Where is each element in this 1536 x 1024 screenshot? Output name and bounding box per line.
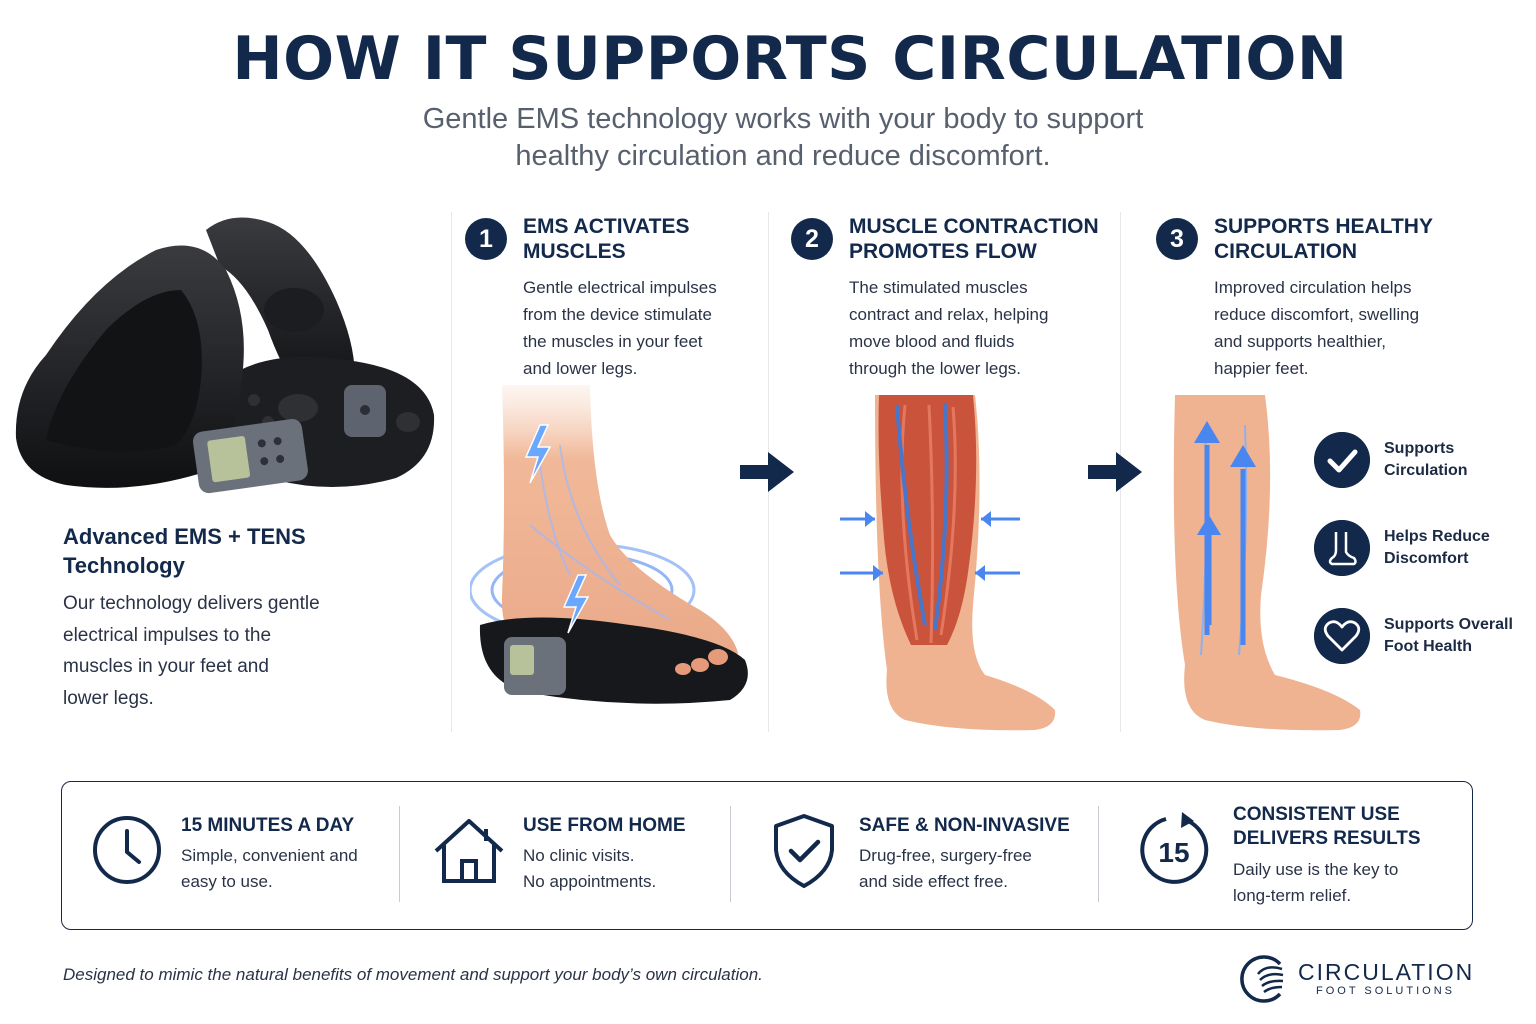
step-heading: EMS ACTIVATES MUSCLES bbox=[523, 215, 690, 263]
feature-description: Daily use is the key to long-term relief… bbox=[1233, 860, 1399, 905]
feature-heading: USE FROM HOME bbox=[523, 815, 686, 836]
page-title: HOW IT SUPPORTS CIRCULATION bbox=[232, 24, 1348, 94]
step-description: Gentle electrical impulses from the devi… bbox=[523, 278, 717, 378]
page-subtitle-line-1: Gentle EMS technology works with your bo… bbox=[422, 103, 1144, 135]
page-subtitle-line-2: healthy circulation and reduce discomfor… bbox=[515, 140, 1051, 172]
product-body: Our technology delivers gentle electrica… bbox=[63, 593, 320, 709]
step-heading: SUPPORTS HEALTHY CIRCULATION bbox=[1214, 215, 1433, 263]
step-number-badge: 2 bbox=[791, 218, 833, 260]
healthy-leg-circulation-illustration bbox=[1173, 395, 1361, 731]
clock-icon bbox=[93, 816, 161, 884]
feature-separator bbox=[399, 806, 400, 902]
feature-separator bbox=[1098, 806, 1099, 902]
step-number-badge: 1 bbox=[465, 218, 507, 260]
feature-heading: SAFE & NON-INVASIVE bbox=[859, 815, 1070, 836]
checkmark-icon bbox=[1314, 432, 1370, 488]
brand-name: CIRCULATION bbox=[1298, 959, 1475, 985]
product-heading: Advanced EMS + TENS Technology bbox=[63, 524, 306, 578]
arrow-right-icon bbox=[1088, 452, 1142, 492]
feature-heading: 15 MINUTES A DAY bbox=[181, 815, 355, 836]
step-number-badge: 3 bbox=[1156, 218, 1198, 260]
shield-check-icon bbox=[774, 814, 834, 888]
features-panel bbox=[61, 781, 1473, 930]
step-description: The stimulated muscles contract and rela… bbox=[849, 278, 1049, 378]
foot-icon bbox=[1314, 520, 1370, 576]
column-divider bbox=[451, 212, 452, 732]
feature-description: Simple, convenient and easy to use. bbox=[181, 846, 358, 891]
home-icon bbox=[434, 819, 504, 883]
feature-description: No clinic visits. No appointments. bbox=[523, 846, 657, 891]
cycle-15-icon: 15 bbox=[1140, 812, 1209, 884]
ems-slippers-product-image bbox=[15, 217, 435, 494]
feature-separator bbox=[730, 806, 731, 902]
arrow-right-icon bbox=[740, 452, 794, 492]
cycle-number: 15 bbox=[1158, 837, 1189, 868]
brand-logo-icon bbox=[1240, 955, 1284, 1003]
brand-tagline: FOOT SOLUTIONS bbox=[1316, 985, 1455, 997]
feature-description: Drug-free, surgery-free and side effect … bbox=[859, 846, 1032, 891]
product-description: Advanced EMS + TENS Technology Our techn… bbox=[63, 522, 393, 714]
step-heading: MUSCLE CONTRACTION PROMOTES FLOW bbox=[849, 215, 1099, 263]
leg-muscle-illustration bbox=[840, 395, 1056, 731]
footer-note: Designed to mimic the natural benefits o… bbox=[63, 965, 763, 984]
feature-heading: CONSISTENT USE DELIVERS RESULTS bbox=[1233, 804, 1421, 849]
heart-icon bbox=[1314, 608, 1370, 664]
step-description: Improved circulation helps reduce discom… bbox=[1214, 278, 1420, 378]
foot-ems-illustration bbox=[470, 385, 748, 704]
